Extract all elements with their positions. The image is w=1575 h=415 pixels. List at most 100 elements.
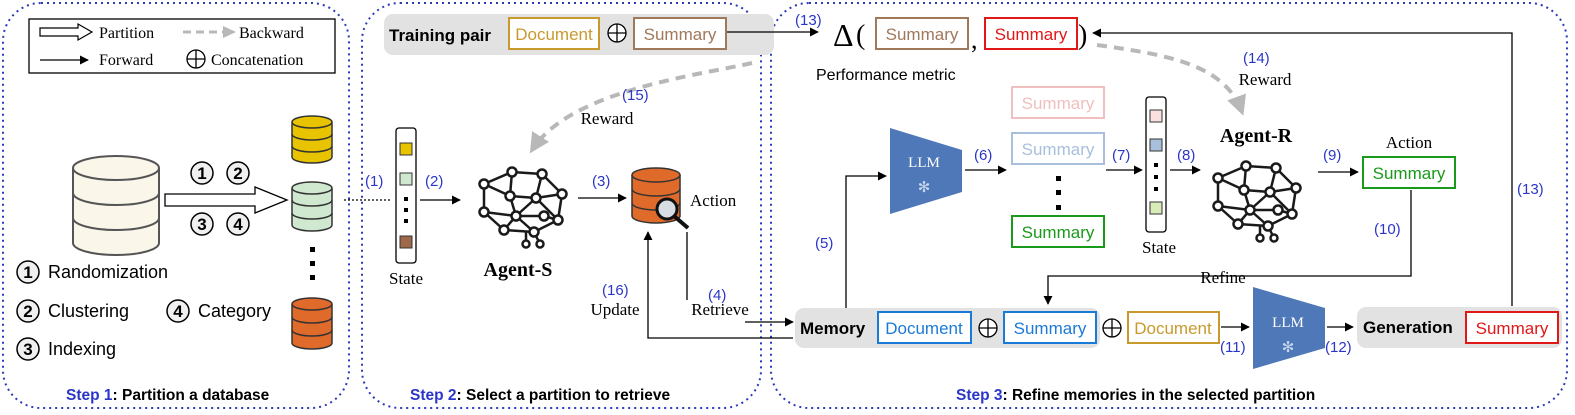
delta-symbol: Δ — [833, 17, 854, 53]
query-document-box — [1127, 311, 1220, 344]
svg-text:(3): (3) — [592, 173, 610, 190]
reward-label-s: Reward — [581, 109, 634, 128]
method-category: Category — [198, 301, 271, 321]
training-pair-bar: Training pair Document Summary — [384, 14, 774, 55]
svg-text:(8): (8) — [1177, 147, 1195, 164]
concat-icon — [607, 23, 627, 43]
training-document: Document — [515, 25, 593, 44]
memory-document: Document — [885, 319, 963, 338]
svg-text:(15): (15) — [622, 87, 649, 104]
action-label-r: Action — [1386, 133, 1433, 152]
svg-text:(: ( — [856, 20, 865, 51]
svg-text:(12): (12) — [1325, 339, 1352, 356]
svg-text:LLM: LLM — [908, 155, 940, 171]
forward-arrows — [344, 27, 1513, 339]
circled-numbers-group: 1 2 3 4 — [190, 161, 250, 236]
svg-text:(14): (14) — [1243, 50, 1270, 67]
candidate-summaries: Summary Summary Summary — [1011, 86, 1105, 248]
step3-panel — [770, 2, 1568, 409]
concat-icon-2 — [1102, 318, 1122, 338]
svg-text:1: 1 — [197, 164, 206, 183]
action-summary: Summary — [1373, 164, 1446, 183]
svg-text:(10): (10) — [1374, 221, 1401, 238]
circle-plus-icon — [186, 49, 206, 69]
update-label: Update — [590, 300, 639, 319]
action-label-s: Action — [690, 191, 737, 210]
query-document: Document — [1134, 319, 1212, 338]
generation-summary: Summary — [1476, 319, 1549, 338]
svg-text:(2): (2) — [425, 173, 443, 190]
method-randomization: Randomization — [48, 262, 168, 282]
memory-summary: Summary — [1014, 319, 1087, 338]
svg-text:(16): (16) — [602, 282, 629, 299]
magnifier-icon — [655, 197, 679, 221]
svg-text:(13): (13) — [1517, 181, 1544, 198]
state-label-s: State — [389, 269, 423, 288]
memory-label: Memory — [800, 319, 866, 338]
svg-text:,: , — [971, 25, 978, 54]
training-summary: Summary — [644, 25, 717, 44]
partition-yellow-icon — [291, 115, 333, 164]
legend: Partition Backward Forward Concatenation — [28, 18, 336, 74]
svg-text:LLM: LLM — [1272, 315, 1304, 331]
partition-green-icon — [291, 181, 333, 232]
main-database-icon — [72, 155, 160, 256]
state-label-r: State — [1142, 238, 1176, 257]
legend-partition: Partition — [99, 25, 154, 42]
step-numbers: (1) (2) (3) (4) (5) (6) (7) (8) (9) (10)… — [365, 12, 1544, 356]
svg-text:2: 2 — [233, 164, 242, 183]
training-pair-label: Training pair — [389, 26, 491, 45]
hollow-arrow-icon — [39, 22, 94, 42]
partition-arrow-icon — [164, 186, 289, 214]
metric-summary-generated: Summary — [995, 25, 1068, 44]
step2-panel — [361, 2, 762, 409]
svg-text:(4): (4) — [708, 287, 726, 304]
method-list: 1 Randomization 2 Clustering 3 Indexing … — [16, 260, 271, 361]
memory-bar: Memory Document Summary — [795, 308, 1100, 348]
metric-summary-target: Summary — [886, 25, 959, 44]
legend-backward: Backward — [239, 25, 304, 42]
svg-text:3: 3 — [23, 340, 32, 359]
svg-text:3: 3 — [197, 215, 206, 234]
svg-text:4: 4 — [173, 302, 183, 321]
method-clustering: Clustering — [48, 301, 129, 321]
agent-s-label: Agent-S — [484, 259, 553, 281]
llm-generate-icon: LLM ✻ — [1253, 287, 1325, 369]
method-indexing: Indexing — [48, 339, 116, 359]
retrieve-label: Retrieve — [691, 300, 749, 319]
svg-text:(6): (6) — [974, 147, 992, 164]
svg-text:(7): (7) — [1112, 147, 1130, 164]
svg-text:1: 1 — [23, 263, 32, 282]
candidate-summary-pink: Summary — [1022, 94, 1095, 113]
reward-label-r: Reward — [1239, 70, 1292, 89]
svg-text:(1): (1) — [365, 173, 383, 190]
svg-text:4: 4 — [233, 215, 243, 234]
legend-concatenation: Concatenation — [211, 52, 303, 69]
svg-text:): ) — [1078, 20, 1087, 51]
llm-refine-icon: LLM ✻ — [890, 128, 962, 214]
step3-title: Step 3: Refine memories in the selected … — [956, 387, 1315, 404]
backward-arrows — [529, 43, 1246, 154]
refine-label: Refine — [1200, 268, 1245, 287]
action-summary-box — [1362, 156, 1456, 189]
retrieve-database-icon — [631, 167, 690, 230]
svg-text:(13): (13) — [795, 12, 822, 29]
step2-title: Step 2: Select a partition to retrieve — [410, 387, 671, 404]
state-vector-r — [1145, 96, 1167, 233]
snowflake-icon-2: ✻ — [1282, 339, 1295, 356]
svg-text:(9): (9) — [1323, 147, 1341, 164]
candidate-summary-blue: Summary — [1022, 140, 1095, 159]
agent-s-network-icon — [478, 166, 568, 249]
candidate-summary-green: Summary — [1022, 223, 1095, 242]
svg-text:(5): (5) — [815, 235, 833, 252]
performance-metric-label: Performance metric — [816, 67, 956, 84]
partition-orange-icon — [291, 297, 333, 350]
agent-r-label: Agent-R — [1220, 125, 1293, 147]
svg-text:(11): (11) — [1220, 339, 1246, 356]
step1-title: Step 1: Partition a database — [66, 387, 270, 404]
legend-forward: Forward — [99, 52, 153, 69]
svg-text:2: 2 — [23, 302, 32, 321]
vertical-dots-icon — [310, 247, 315, 280]
metric-group: Δ ( Summary , Summary ) — [833, 17, 1087, 54]
